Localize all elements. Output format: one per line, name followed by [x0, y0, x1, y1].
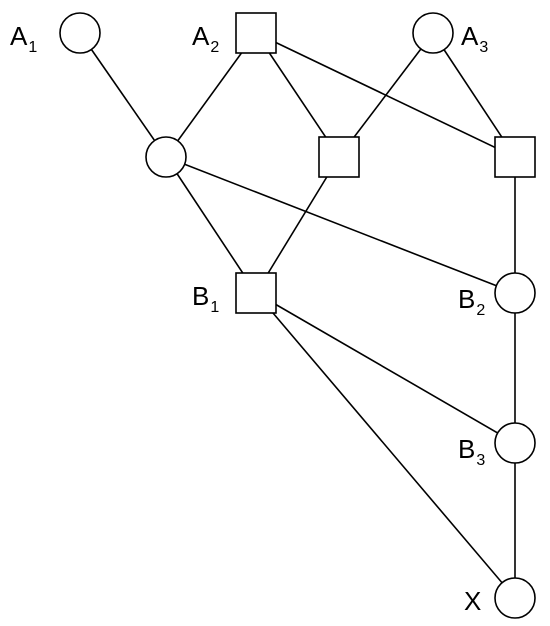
node-label-b1: B1 [192, 281, 219, 316]
node-s2-square [494, 136, 536, 178]
node-label-subscript: 2 [476, 302, 485, 319]
edge-c1-b1 [165, 156, 257, 294]
node-b2-circle [494, 272, 536, 314]
node-label-main: A [192, 21, 210, 51]
node-label-a2: A2 [192, 21, 219, 56]
edge-c1-b2 [165, 156, 516, 294]
node-label-x: X [464, 586, 481, 616]
node-label-b2: B2 [458, 284, 485, 319]
node-c1-circle [145, 136, 187, 178]
node-label-main: B [458, 284, 475, 314]
edge-s1-b1 [255, 156, 340, 294]
node-label-b3: B3 [458, 434, 485, 469]
edge-b1-b3 [255, 292, 516, 444]
node-a3-circle [412, 12, 454, 54]
node-label-subscript: 2 [210, 39, 219, 56]
node-b1-square [235, 272, 277, 314]
node-a1-circle [59, 12, 101, 54]
node-label-a1: A1 [10, 21, 37, 56]
node-label-subscript: 3 [476, 452, 485, 469]
node-label-main: B [458, 434, 475, 464]
node-b3-circle [494, 422, 536, 464]
edge-b1-x [255, 292, 516, 599]
node-a2-square [235, 12, 277, 54]
node-label-main: X [464, 586, 481, 616]
node-label-subscript: 3 [479, 39, 488, 56]
node-label-main: B [192, 281, 209, 311]
node-s1-square [318, 136, 360, 178]
node-label-subscript: 1 [28, 39, 37, 56]
node-label-subscript: 1 [210, 299, 219, 316]
nodes-layer [59, 12, 536, 619]
edges-layer [79, 32, 516, 599]
edge-a1-c1 [79, 32, 167, 158]
node-label-main: A [461, 21, 479, 51]
node-label-main: A [10, 21, 28, 51]
node-x-circle [494, 577, 536, 619]
node-label-a3: A3 [461, 21, 488, 56]
